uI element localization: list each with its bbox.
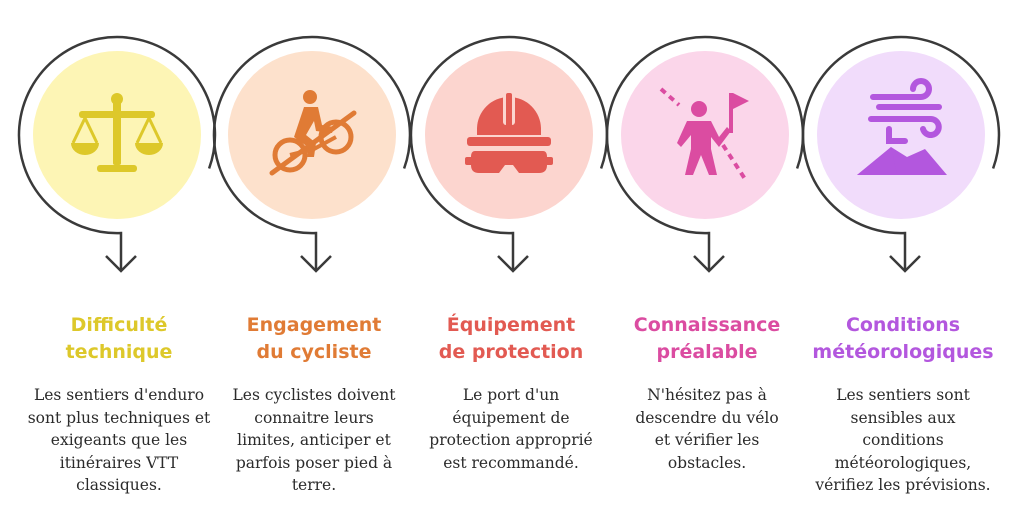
connector-arrow bbox=[409, 35, 609, 271]
step-4: Connaissance préalable N'hésitez pas à d… bbox=[605, 0, 809, 516]
step-4-graphic bbox=[605, 35, 805, 273]
arrowhead bbox=[889, 255, 921, 273]
step-2-description: Les cyclistes doivent connaitre leurs li… bbox=[232, 386, 396, 494]
step-5-disc bbox=[817, 51, 985, 219]
connector-arrow bbox=[605, 35, 805, 271]
step-2-title: Engagement du cycliste bbox=[246, 314, 382, 363]
step-1: Difficulté technique Les sentiers d'endu… bbox=[17, 0, 221, 516]
step-2-disc bbox=[228, 51, 396, 219]
connector-arrow bbox=[212, 35, 412, 271]
arrowhead bbox=[693, 255, 725, 273]
wind-mountain-icon bbox=[857, 78, 947, 175]
step-1-description: Les sentiers d'enduro sont plus techniqu… bbox=[27, 386, 211, 494]
step-3-graphic bbox=[409, 35, 609, 273]
step-5-circle bbox=[801, 0, 1005, 290]
helmet-goggles-icon bbox=[465, 93, 553, 173]
connector-arrow bbox=[17, 35, 217, 271]
step-5-title: Conditions météorologiques bbox=[812, 314, 994, 363]
step-4-title: Connaissance préalable bbox=[633, 314, 781, 363]
step-1-title: Difficulté technique bbox=[65, 314, 173, 363]
step-3-description: Le port d'un équipement de protection ap… bbox=[429, 386, 593, 472]
step-5: Conditions météorologiques Les sentiers … bbox=[801, 0, 1005, 516]
hiker-flag-icon bbox=[659, 87, 749, 181]
step-3: Équipement de protection Le port d'un éq… bbox=[409, 0, 613, 516]
step-3-title: Équipement de protection bbox=[438, 314, 584, 363]
step-4-description: N'hésitez pas à descendre du vélo et vér… bbox=[635, 386, 779, 472]
step-2-graphic bbox=[212, 35, 412, 273]
step-2-circle bbox=[212, 0, 416, 290]
arrowhead bbox=[497, 255, 529, 273]
step-1-circle bbox=[17, 0, 221, 290]
step-3-circle bbox=[409, 0, 613, 290]
step-4-circle bbox=[605, 0, 809, 290]
step-2: Engagement du cycliste Les cyclistes doi… bbox=[212, 0, 416, 516]
arrowhead bbox=[300, 255, 332, 273]
step-5-graphic bbox=[801, 35, 1001, 273]
step-1-graphic bbox=[17, 35, 217, 273]
arrowhead bbox=[105, 255, 137, 273]
balance-scale-icon bbox=[71, 93, 163, 172]
connector-arrow bbox=[801, 35, 1001, 271]
step-5-description: Les sentiers sont sensibles aux conditio… bbox=[815, 386, 991, 494]
cyclist-icon bbox=[269, 90, 357, 176]
